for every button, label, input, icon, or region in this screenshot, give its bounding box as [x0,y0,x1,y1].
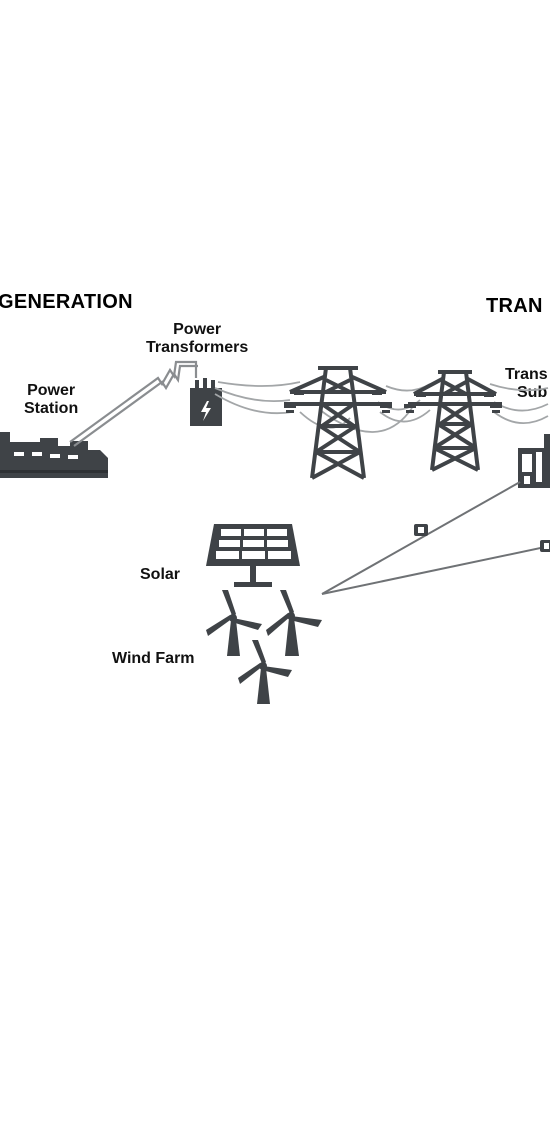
wind-turbine-icon [238,640,292,704]
power-station-label-line1: Power [27,382,76,399]
solar-panel-icon [206,524,300,587]
power-transformers-label: Power Transformers [146,321,248,356]
transmission-tower-icon [408,370,502,472]
transformer-icon [190,378,222,426]
wind-turbine-icon [206,590,262,656]
transmission-substation-label-line2: Sub [517,383,548,401]
power-transformers-label-line1: Power [173,321,222,338]
power-station-label-line2: Station [24,399,79,417]
power-station-label: Power Station [24,382,78,417]
transmission-substation-label: Trans Sub [505,366,548,401]
substation-icon [518,434,550,488]
power-station-icon [0,432,108,478]
renewable-feed-lines [321,481,550,595]
solar-label: Solar [140,566,181,583]
tower1-insulators [284,392,392,413]
generation-title: GENERATION [0,291,133,313]
tower2-insulators [404,394,502,413]
insulator-icon [414,524,550,552]
wind-turbine-icon [266,590,322,656]
transmission-tower-icon [284,366,392,480]
power-transformers-label-line2: Transformers [146,338,249,356]
transmission-substation-label-line1: Trans [505,366,548,383]
wind-farm-label: Wind Farm [112,650,195,667]
transmission-title: TRAN [486,295,543,317]
generation-line [69,360,198,447]
